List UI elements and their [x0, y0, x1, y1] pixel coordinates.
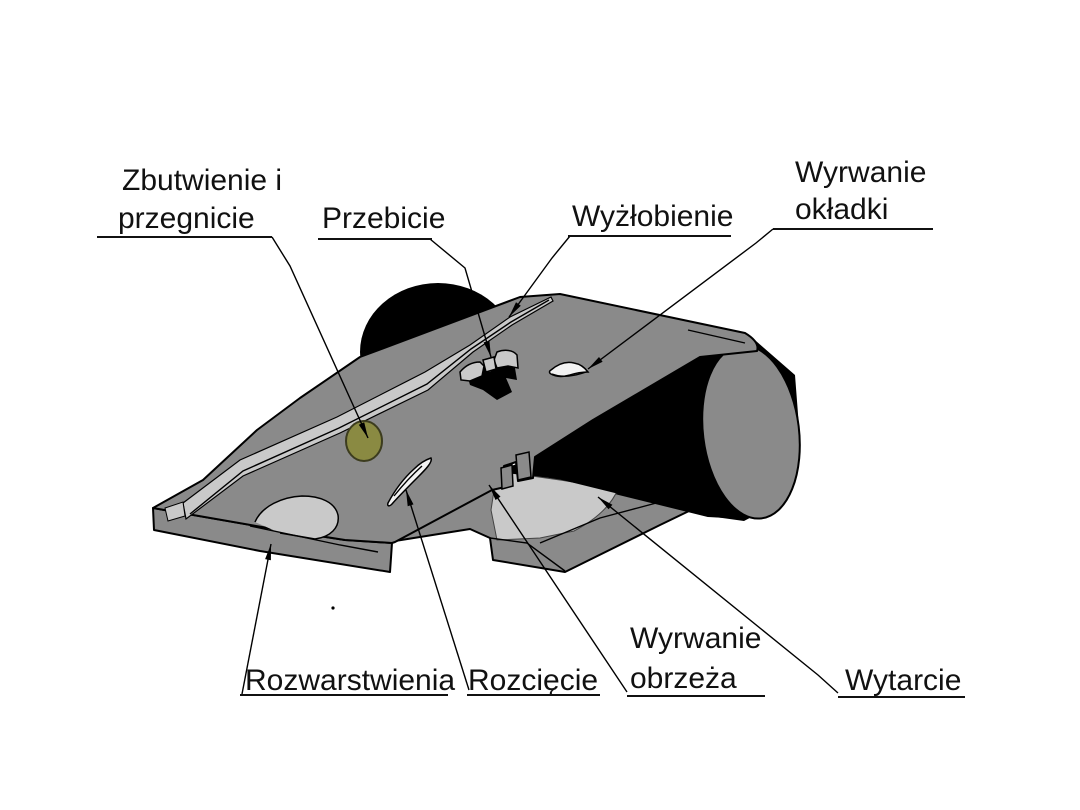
- label-puncture: Przebicie: [322, 202, 445, 235]
- labels: Zbutwienie i przegnicie Przebicie Wyżłob…: [97, 156, 965, 698]
- cut-mark: [387, 457, 433, 507]
- groove-end-notch: [164, 501, 186, 522]
- label-delamination: Rozwarstwienia: [245, 664, 455, 697]
- puncture-hole: [459, 349, 519, 400]
- edge-tear-notch: [500, 451, 532, 490]
- svg-text:przegnicie: przegnicie: [118, 202, 255, 235]
- leader-cut: [405, 489, 470, 691]
- label-edge-tear: Wyrwanie: [630, 622, 761, 655]
- delamination-patch: [249, 495, 379, 553]
- stray-dot: [331, 606, 335, 610]
- label-cut: Rozcięcie: [468, 664, 598, 697]
- svg-text:okładki: okładki: [795, 193, 888, 226]
- label-abrasion: Wytarcie: [845, 664, 961, 697]
- leader-gouge: [508, 235, 571, 318]
- belt-top-surface: [152, 293, 759, 544]
- svg-text:obrzeża: obrzeża: [630, 662, 737, 695]
- label-gouge: Wyżłobienie: [572, 200, 733, 233]
- label-cover-tear: Wyrwanie: [795, 156, 926, 189]
- leader-lines: [241, 228, 839, 695]
- leader-abrasion: [597, 496, 839, 694]
- groove-stripe: [164, 296, 554, 522]
- leader-rot: [271, 236, 369, 439]
- leader-edge-tear: [488, 484, 628, 693]
- leader-cover-tear: [587, 228, 774, 370]
- leader-delamination: [241, 543, 272, 695]
- cover-tear-mark: [548, 361, 590, 378]
- rot-spot: [345, 420, 383, 462]
- leader-puncture: [429, 238, 492, 358]
- label-rot: Zbutwienie i: [122, 164, 282, 197]
